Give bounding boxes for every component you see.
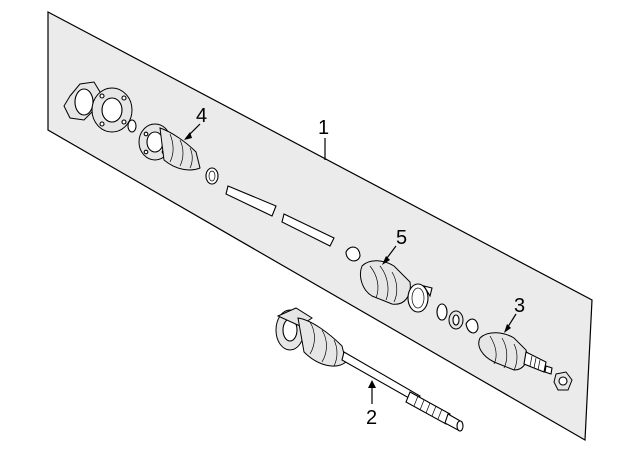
outer-cv-joint[interactable]	[478, 332, 553, 375]
callout-3: 3	[514, 295, 525, 317]
callout-1: 1	[318, 117, 329, 139]
callout-2: 2	[366, 407, 377, 429]
axle-nut[interactable]	[553, 371, 573, 391]
inner-cv-joint[interactable]	[138, 123, 219, 185]
complete-axle-assembly[interactable]	[275, 307, 464, 432]
outer-cv-boot[interactable]	[345, 246, 433, 313]
washers-and-clips[interactable]	[436, 303, 479, 334]
callout-4: 4	[196, 105, 207, 127]
left-flange-assembly[interactable]	[63, 81, 137, 133]
callout-5: 5	[396, 227, 407, 249]
axle-shaft-segments[interactable]	[225, 185, 335, 247]
callout-leaders	[184, 123, 517, 404]
assembly-panel	[47, 11, 593, 442]
callout-labels: 1 2 3 4 5	[196, 105, 525, 429]
